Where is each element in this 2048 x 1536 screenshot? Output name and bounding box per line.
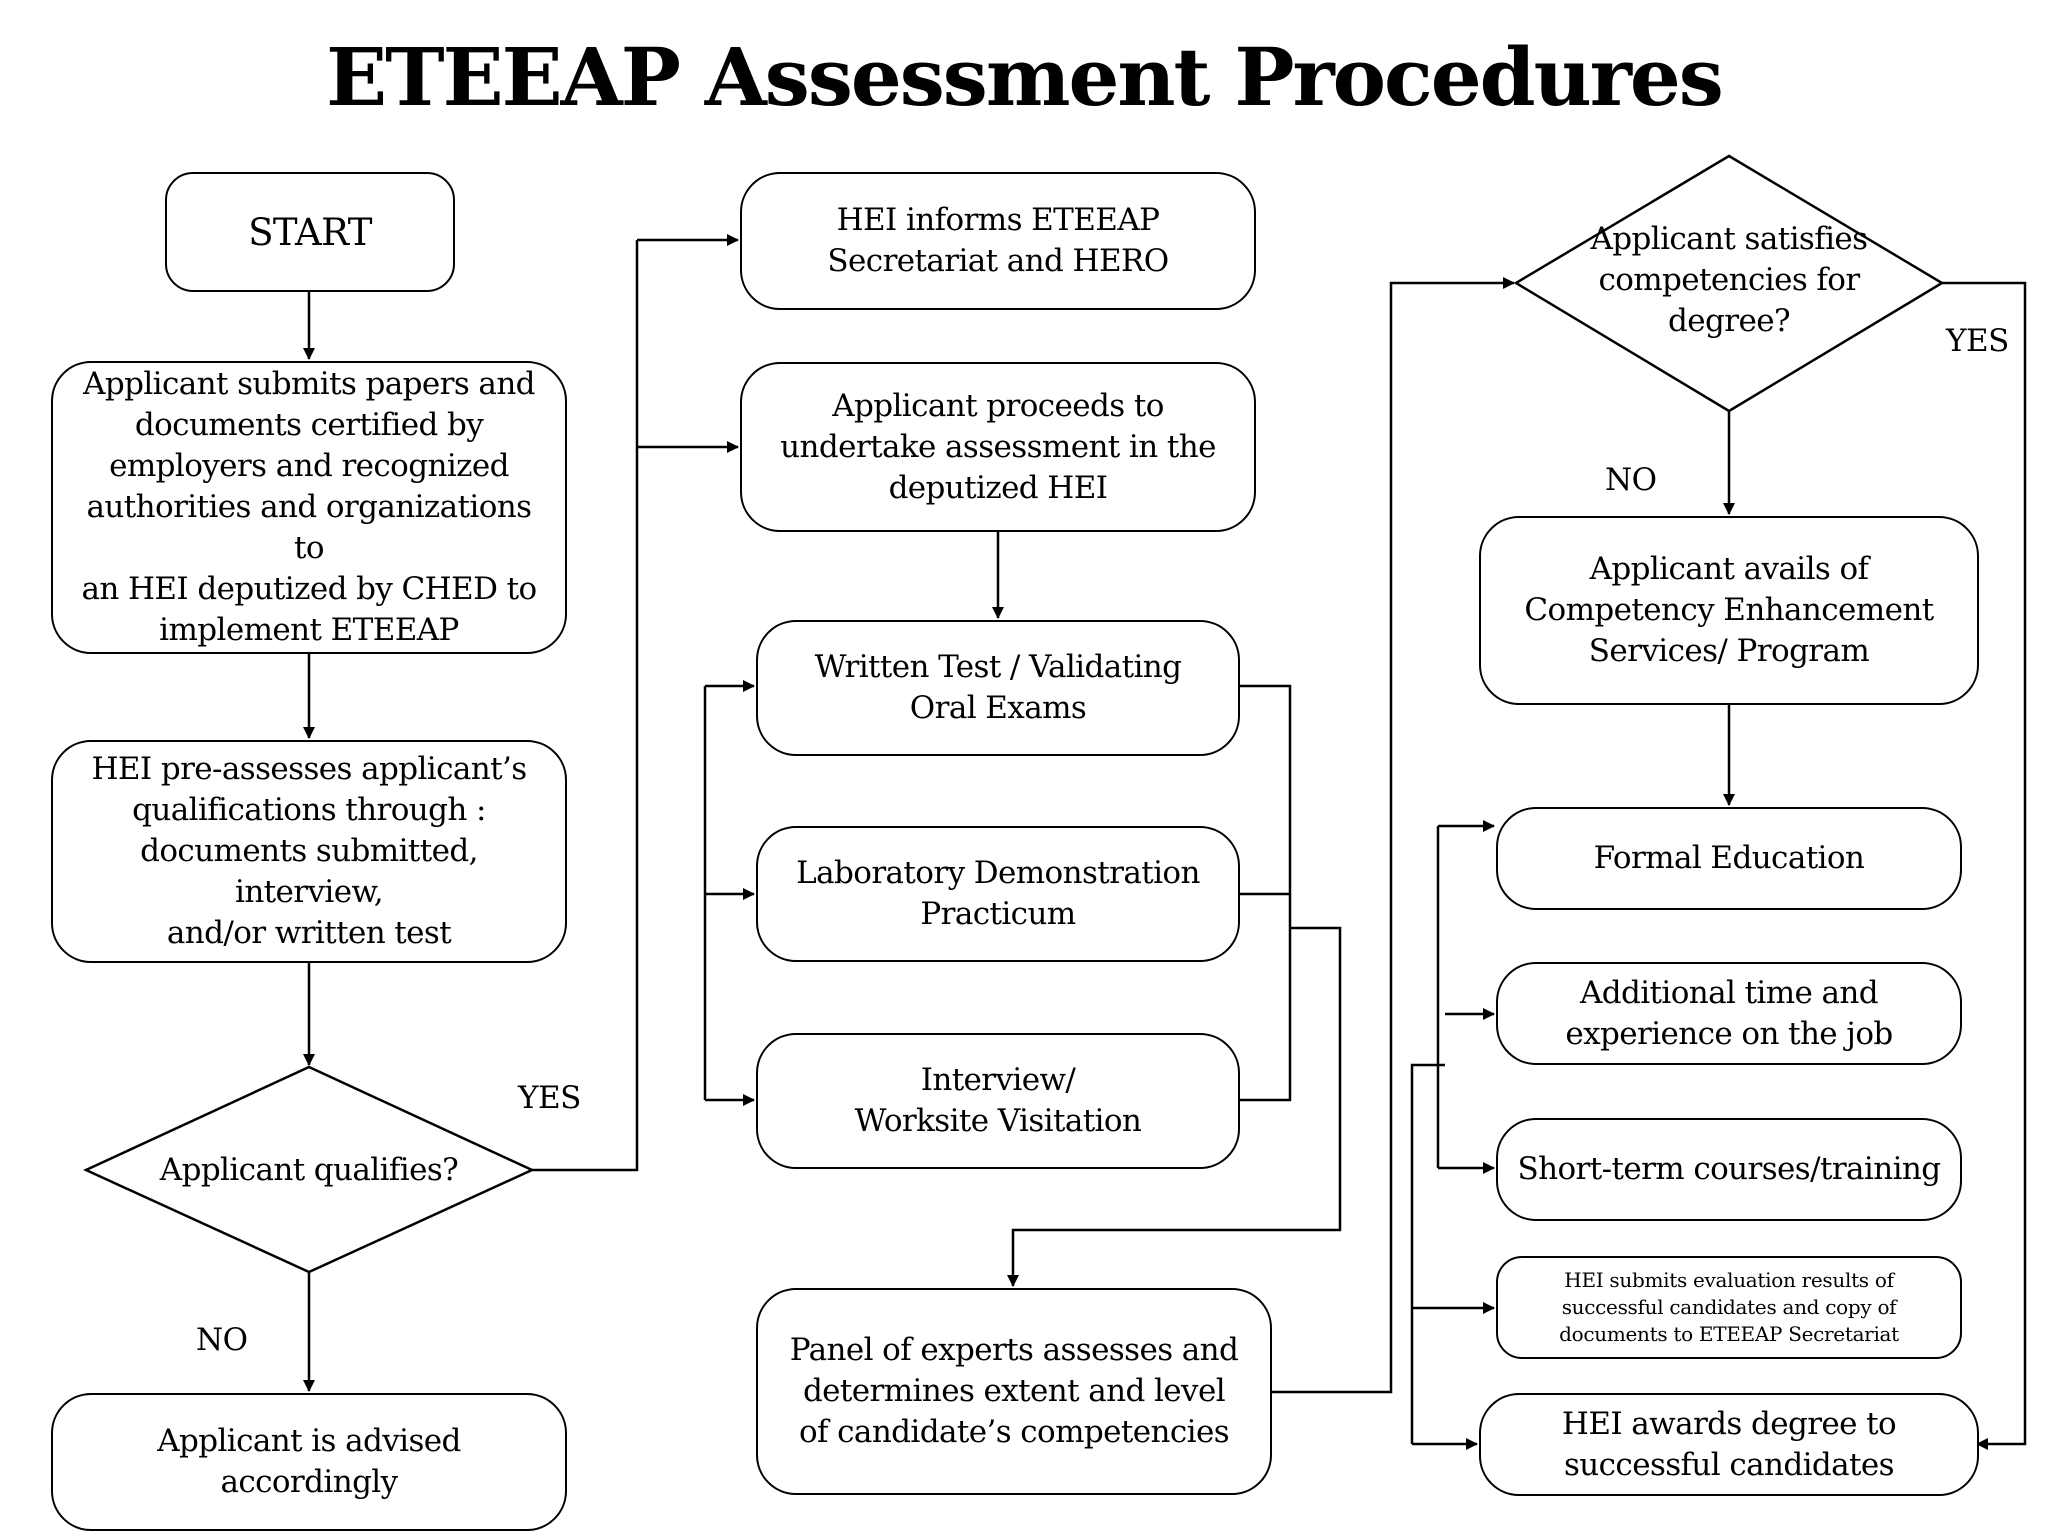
no-label-qualifies: NO: [196, 1322, 248, 1358]
hei-informs-node: HEI informs ETEEAP Secretariat and HERO: [740, 172, 1256, 310]
interview-node: Interview/ Worksite Visitation: [756, 1033, 1240, 1169]
no-label-satisfies: NO: [1605, 462, 1657, 498]
start-node: START: [165, 172, 455, 292]
arrow-to-panel: [1007, 926, 1342, 1287]
panel-node: Panel of experts assesses and determines…: [756, 1288, 1272, 1495]
yes-label-qualifies: YES: [518, 1080, 581, 1116]
yes-label-satisfies: YES: [1946, 323, 2009, 359]
formal-education-node: Formal Education: [1496, 807, 1962, 910]
line-qualifies-yes: [532, 240, 639, 1172]
results-bracket: [1410, 1063, 1445, 1444]
additional-time-node: Additional time and experience on the jo…: [1496, 962, 1962, 1065]
qualifies-decision-text: Applicant qualifies?: [159, 1151, 459, 1188]
advised-node: Applicant is advised accordingly: [51, 1393, 567, 1531]
awards-degree-node: HEI awards degree to successful candidat…: [1479, 1393, 1979, 1496]
avails-node: Applicant avails of Competency Enhanceme…: [1479, 516, 1979, 705]
page-title: ETEEAP Assessment Procedures: [326, 30, 1724, 124]
lab-demo-node: Laboratory Demonstration Practicum: [756, 826, 1240, 962]
short-term-node: Short-term courses/training: [1496, 1118, 1962, 1221]
pre-assess-node: HEI pre-assesses applicant’s qualificati…: [51, 740, 567, 963]
satisfies-decision-text: Applicant satisfies competencies for deg…: [1590, 220, 1869, 339]
submits-results-node: HEI submits evaluation results of succes…: [1496, 1256, 1962, 1359]
proceeds-node: Applicant proceeds to undertake assessme…: [740, 362, 1256, 532]
submit-documents-node: Applicant submits papers and documents c…: [51, 361, 567, 654]
arrow-satisfies-yes-to-awards: [1942, 281, 2027, 1450]
written-test-node: Written Test / Validating Oral Exams: [756, 620, 1240, 756]
arrow-panel-to-satisfies: [1272, 277, 1515, 1394]
